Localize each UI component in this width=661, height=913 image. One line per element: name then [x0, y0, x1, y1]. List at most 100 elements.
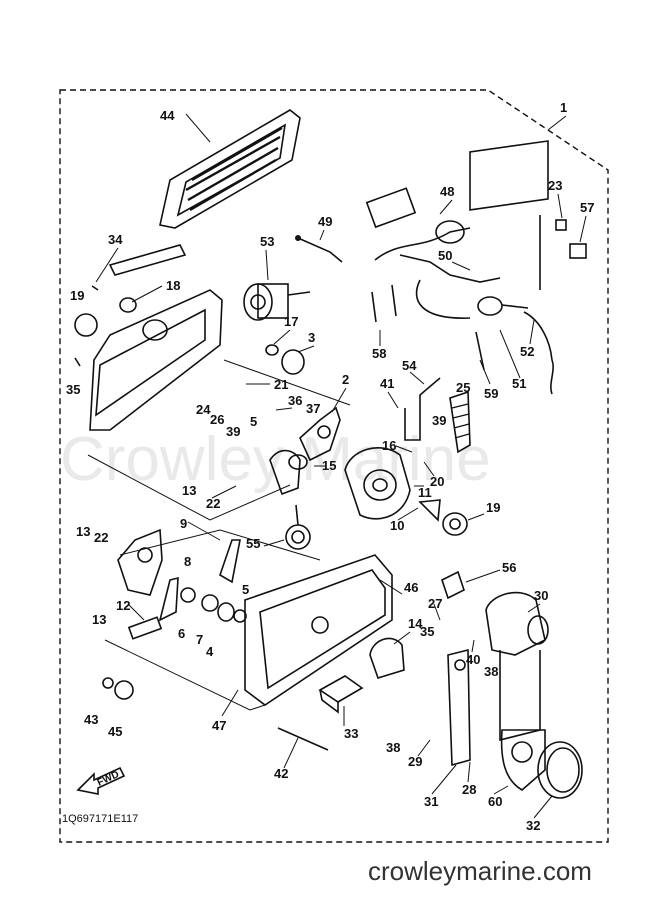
callout-16: 16	[382, 438, 396, 453]
leader-line-12	[127, 603, 145, 621]
leader-line-42	[283, 737, 299, 769]
leader-line-36	[275, 407, 293, 411]
leader-line-46	[379, 579, 403, 595]
leader-line-59	[479, 359, 491, 385]
callout-18: 18	[166, 278, 180, 293]
callout-29: 29	[408, 754, 422, 769]
leader-line-52	[529, 319, 535, 345]
part-49-wire	[295, 235, 343, 263]
assembly-lines	[87, 359, 351, 711]
part-42-bolt	[277, 727, 329, 751]
leader-line-60	[493, 785, 509, 795]
part-51-52-lanyard	[475, 311, 554, 395]
part-53-switch	[243, 283, 311, 321]
callout-14: 14	[408, 616, 423, 631]
callout-2: 2	[342, 372, 349, 387]
part-56-block	[441, 570, 465, 600]
callout-48: 48	[440, 184, 454, 199]
part-60-arm	[500, 729, 546, 791]
callout-41: 41	[380, 376, 394, 391]
callout-13: 13	[76, 524, 90, 539]
part-31-lever	[447, 648, 471, 767]
callout-57: 57	[580, 200, 594, 215]
part-10-19-washers	[418, 499, 468, 536]
part-33-bracket	[318, 675, 364, 714]
callout-39: 39	[432, 413, 446, 428]
leader-line-54	[409, 371, 425, 385]
leader-line-48	[439, 199, 453, 215]
leader-line-27	[433, 603, 441, 621]
callout-19: 19	[486, 500, 500, 515]
leader-line-10	[397, 507, 419, 521]
leader-line-2	[331, 387, 347, 413]
callout-12: 12	[116, 598, 130, 613]
part-2-lever	[299, 406, 341, 462]
leader-line-16	[395, 445, 413, 453]
leader-line-41	[387, 391, 399, 409]
callout-5: 5	[242, 582, 249, 597]
callout-21: 21	[274, 377, 288, 392]
part-23-57	[555, 219, 587, 259]
part-lower-plate	[117, 528, 247, 640]
callout-33: 33	[344, 726, 358, 741]
callout-46: 46	[404, 580, 418, 595]
callout-15: 15	[322, 458, 336, 473]
callout-23: 23	[548, 178, 562, 193]
callout-26: 26	[210, 412, 224, 427]
leader-line-3	[297, 345, 315, 353]
callout-39: 39	[226, 424, 240, 439]
callout-13: 13	[92, 612, 106, 627]
callout-22: 22	[206, 496, 220, 511]
leader-line-56	[465, 569, 501, 583]
callout-25: 25	[456, 380, 470, 395]
leader-line-31	[431, 764, 457, 795]
callout-6: 6	[178, 626, 185, 641]
part-58-bolts	[371, 284, 397, 323]
leader-line-22	[211, 485, 237, 499]
leader-line-32	[533, 795, 553, 819]
callout-52: 52	[520, 344, 534, 359]
leader-line-14	[393, 631, 411, 645]
part-30-handle	[485, 591, 549, 742]
callout-43: 43	[84, 712, 98, 727]
callout-53: 53	[260, 234, 274, 249]
callout-59: 59	[484, 386, 498, 401]
callout-49: 49	[318, 214, 332, 229]
part-55-spring	[285, 504, 311, 550]
callout-28: 28	[462, 782, 476, 797]
callout-27: 27	[428, 596, 442, 611]
callout-34: 34	[108, 232, 123, 247]
watermark: Crowley Marine	[60, 425, 491, 494]
part-14-block	[369, 637, 405, 679]
callout-24: 24	[196, 402, 211, 417]
callout-38: 38	[484, 664, 498, 679]
callout-13: 13	[182, 483, 196, 498]
callout-7: 7	[196, 632, 203, 647]
callout-10: 10	[390, 518, 404, 533]
callout-35: 35	[420, 624, 434, 639]
callout-20: 20	[430, 474, 444, 489]
callout-36: 36	[288, 393, 302, 408]
callout-8: 8	[184, 554, 191, 569]
callout-3: 3	[308, 330, 315, 345]
callout-55: 55	[246, 536, 260, 551]
callout-54: 54	[402, 358, 417, 373]
callout-19: 19	[70, 288, 84, 303]
part-cam-plate	[344, 446, 411, 520]
leader-line-51	[499, 329, 521, 379]
callout-35: 35	[66, 382, 80, 397]
leader-line-28	[467, 761, 471, 783]
part-48-harness	[365, 140, 549, 319]
part-43-45-washers	[102, 677, 134, 700]
site-label: crowleymarine.com	[368, 856, 592, 886]
part-32-cap	[537, 741, 583, 799]
callout-50: 50	[438, 248, 452, 263]
drawing-code: 1Q697171E117	[62, 813, 138, 825]
leader-line-1	[547, 115, 567, 131]
part-15-gear	[269, 449, 308, 496]
callout-40: 40	[466, 652, 480, 667]
leader-line-50	[451, 261, 471, 271]
part-plate-left	[74, 244, 223, 431]
